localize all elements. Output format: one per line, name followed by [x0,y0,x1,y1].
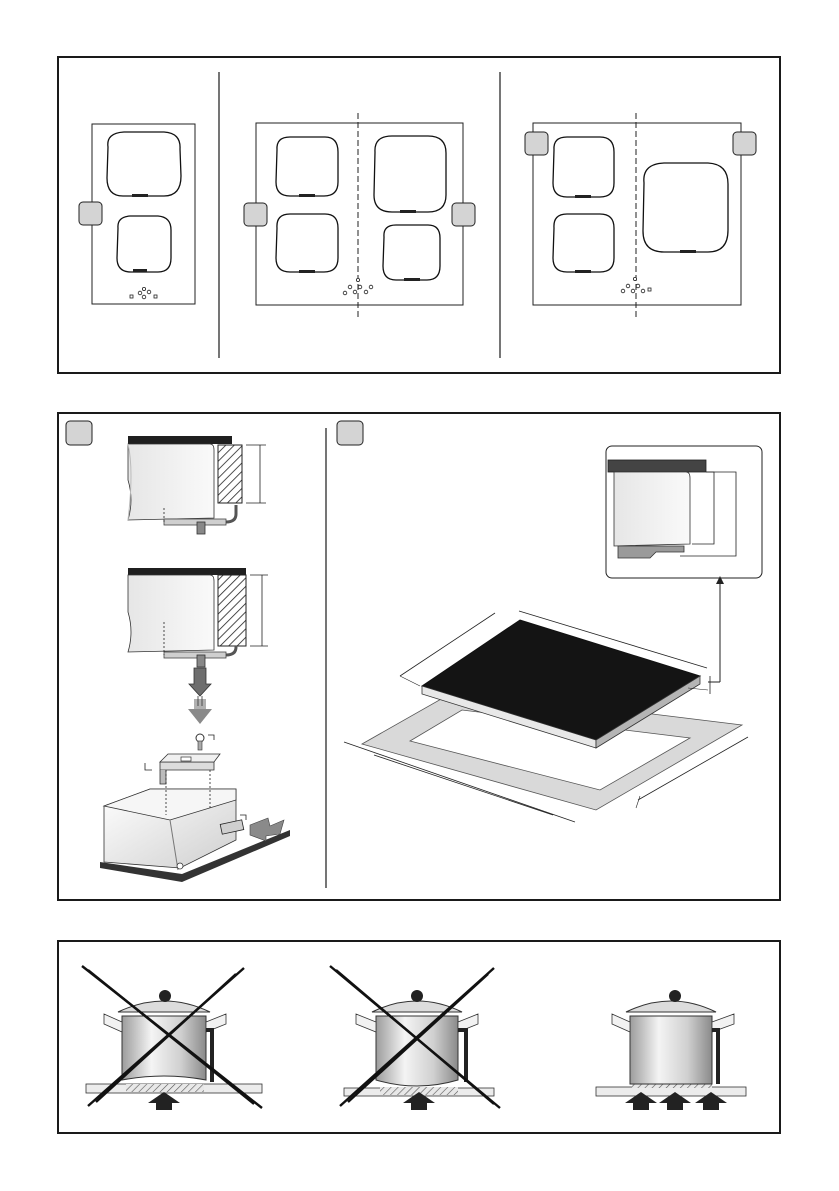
up-arrow-icon [148,1092,180,1110]
hob-layout-four-zone [244,113,475,320]
pot-icon [104,990,226,1082]
hob-layout-two-zone [79,124,195,304]
clamp-detail-thick-worktop [128,436,266,534]
cookware-example-convex-wrong [330,966,500,1110]
zone-label-badge [525,132,548,155]
cutout-dimensions-drawing [344,611,748,822]
cookware-example-flat-correct [596,990,746,1110]
clamp-detail-thin-worktop [128,568,268,667]
zone-label-badge [244,203,267,226]
clamp-assembly [100,668,290,882]
screw-icon [188,696,214,750]
step-badge [337,421,363,445]
cross-out-icon [330,966,500,1108]
pot-icon [612,990,734,1084]
zone-label-badge [452,203,475,226]
zone-label-badge [79,202,102,225]
edge-detail-inset [606,446,762,682]
step-badge [66,421,92,445]
hob-layout-three-zone [525,113,756,320]
up-arrow-icon [625,1092,727,1110]
cookware-example-concave-wrong [82,966,262,1110]
clamp-icon [145,754,220,784]
zone-label-badge [733,132,756,155]
